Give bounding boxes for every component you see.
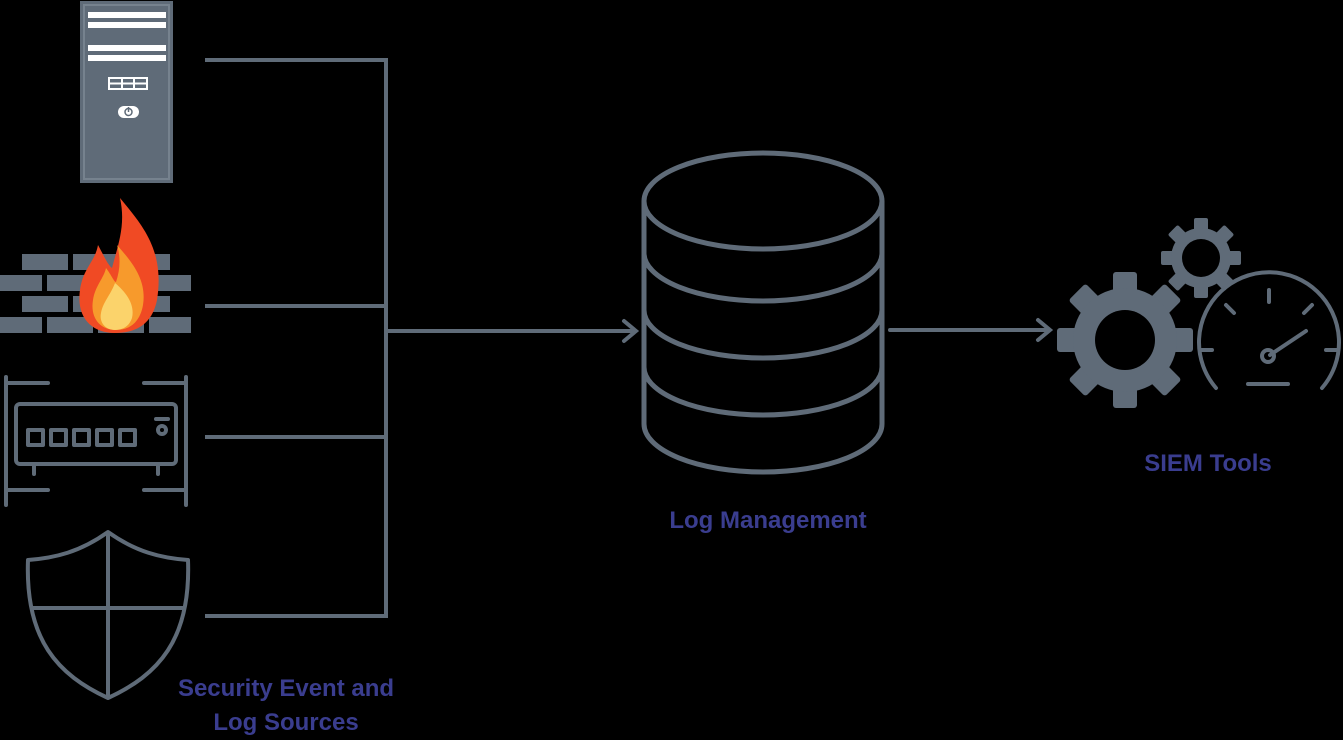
source-connectors <box>205 58 388 618</box>
sources-label-line1: Security Event and <box>177 675 395 702</box>
firewall-icon <box>0 198 191 333</box>
arrow-to-log-management <box>384 319 640 343</box>
log-management-label: Log Management <box>669 507 867 534</box>
arrow-to-siem-tools <box>888 318 1054 342</box>
server-tower-icon <box>80 1 173 183</box>
sources-label-line2: Log Sources <box>213 709 359 736</box>
gear-small-icon <box>1161 218 1241 298</box>
sources-label: Security Event and Log Sources <box>150 672 422 740</box>
gear-large-icon <box>1057 272 1193 408</box>
network-switch-icon <box>4 375 188 507</box>
shield-icon <box>25 530 191 700</box>
speedometer-icon <box>1197 270 1341 390</box>
database-icon <box>641 150 885 475</box>
siem-tools-label: SIEM Tools <box>1144 450 1272 477</box>
